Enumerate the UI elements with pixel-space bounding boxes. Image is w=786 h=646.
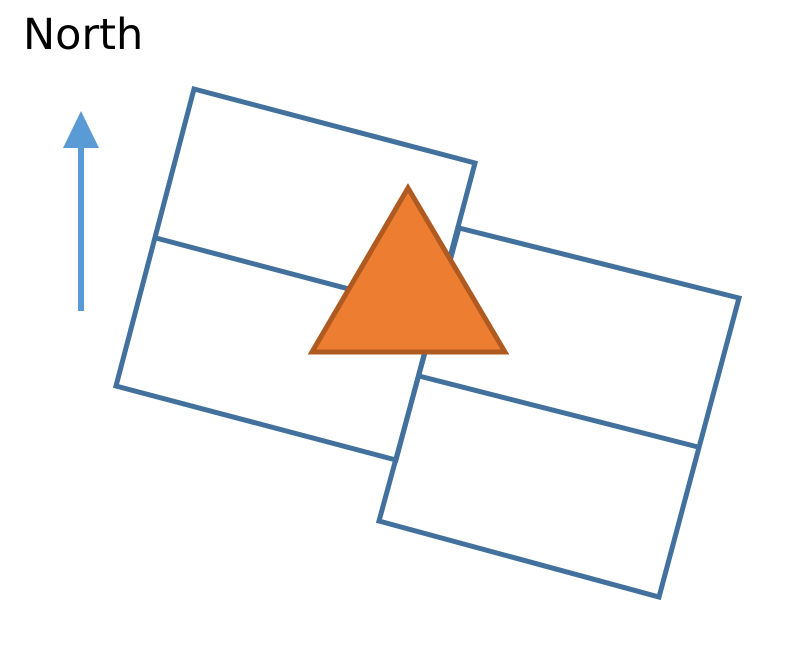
right-panel: [375, 224, 743, 601]
right-panel-outline: [375, 224, 743, 601]
north-arrow-icon: [63, 111, 99, 311]
right-panel-divider: [418, 373, 699, 450]
north-label: North: [23, 10, 144, 60]
triangle-marker-icon: [307, 183, 510, 355]
